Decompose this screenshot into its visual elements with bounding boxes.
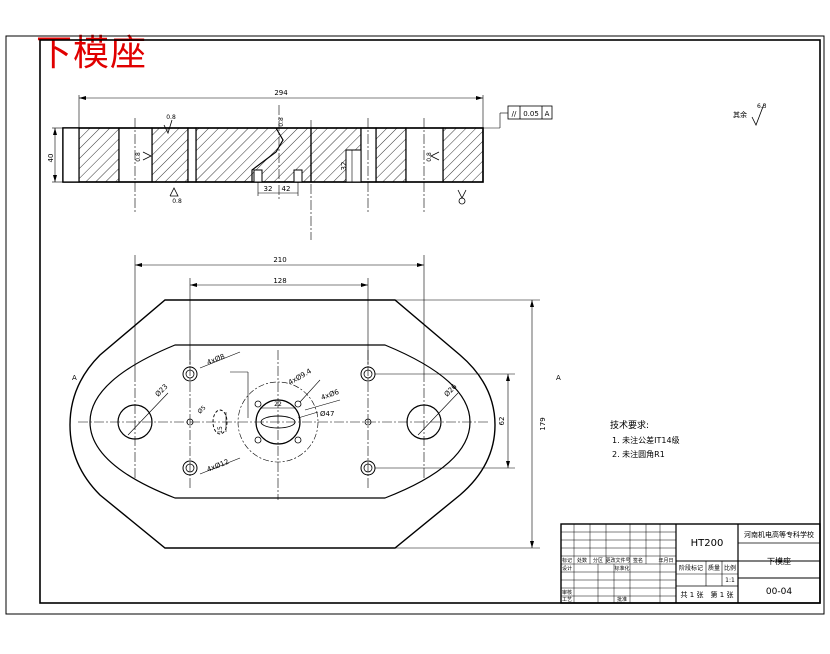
dim-holes-lower: 4xØ12 <box>206 458 230 474</box>
dim-small-hole: Ø5 <box>196 404 207 415</box>
drawing-number: 00-04 <box>766 587 792 597</box>
standard-label: 标准化 <box>614 565 629 572</box>
row-label-count: 处数 <box>577 557 587 564</box>
dim-depth: 32 <box>340 162 348 171</box>
tech-req-item-1: 1. 未注公差IT14级 <box>612 435 680 445</box>
school-name: 河南机电高等专科学校 <box>744 530 814 539</box>
roughness-other-value: 6.3 <box>757 103 767 110</box>
row-label-mark: 标记 <box>562 557 572 564</box>
dim-plan-height-outer: 179 <box>539 417 547 430</box>
roughness-2: 0.8 <box>135 152 142 162</box>
row-label-sign: 签名 <box>633 557 643 564</box>
dim-slot-width: 32 <box>264 185 273 193</box>
row-label-zone: 分区 <box>593 557 603 564</box>
dim-pitch-note: 4xØ6 <box>320 388 341 402</box>
part-name: 下模座 <box>767 556 791 566</box>
datum-right: A <box>556 374 561 382</box>
dim-slot-width-2: 42 <box>282 185 291 193</box>
roughness-3: 0.8 <box>426 152 433 162</box>
datum-left: A <box>72 374 77 382</box>
tolerance-symbol: // <box>512 110 517 118</box>
tech-req-title: 技术要求: <box>610 419 649 431</box>
row-label-date: 年月日 <box>658 557 673 564</box>
dim-center-spacing: 22 <box>274 401 282 408</box>
scale-value: 1:1 <box>725 577 735 584</box>
roughness-4: 0.8 <box>172 198 182 205</box>
plan-view <box>69 255 540 549</box>
checker-label: 审核 <box>562 589 572 596</box>
dim-hole-left: Ø23 <box>154 383 170 399</box>
tech-req-item-2: 2. 未注圆角R1 <box>612 449 665 459</box>
dim-height: 40 <box>47 154 55 163</box>
row-label-change: 更改文件号 <box>605 557 630 564</box>
tolerance-value: 0.05 <box>523 110 539 118</box>
approve-label: 批准 <box>617 596 627 603</box>
process-label: 工艺 <box>562 597 572 603</box>
outer-frame <box>5 35 825 615</box>
stage-label: 阶段标记 <box>679 564 703 572</box>
dim-plan-height-inner: 62 <box>498 417 506 426</box>
sheet-number: 第 1 张 <box>711 590 734 599</box>
inner-frame <box>39 39 821 604</box>
drawing-title-stamp: 下模座 <box>36 33 148 74</box>
dim-plan-width-outer: 210 <box>273 256 286 264</box>
roughness-1: 0.8 <box>166 114 176 121</box>
tolerance-datum: A <box>545 110 550 118</box>
dim-upper-note: 4xØ9.4 <box>287 367 313 387</box>
designer-label: 设计 <box>562 565 572 572</box>
dim-overall-width: 294 <box>274 89 288 97</box>
mass-label: 质量 <box>708 564 720 572</box>
dim-center-bore: Ø47 <box>320 410 334 418</box>
scale-label: 比例 <box>724 564 736 572</box>
title-block <box>560 523 821 604</box>
section-view <box>52 95 765 240</box>
dim-slot-hole: 15 <box>217 426 224 434</box>
roughness-other-label: 其余 <box>733 110 747 119</box>
material: HT200 <box>691 538 724 549</box>
sheet-total: 共 1 张 <box>681 590 704 599</box>
dim-holes-upper: 4xØ8 <box>206 352 226 366</box>
roughness-5: 0.8 <box>278 117 285 127</box>
dim-plan-width-inner: 128 <box>273 277 286 285</box>
